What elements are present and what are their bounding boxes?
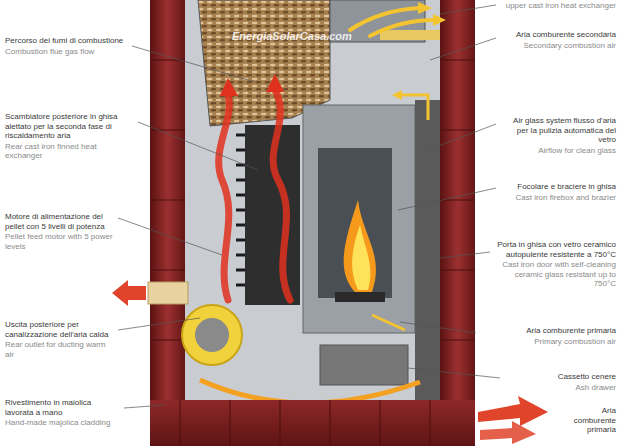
callout-label-english: upper cast iron heat exchanger xyxy=(500,1,616,11)
callout-label-english: Ash drawer xyxy=(504,383,616,393)
callout-label-english: Cast iron firebox and brazier xyxy=(500,193,616,203)
callout-group: Aria comburente primaria xyxy=(560,406,616,435)
callout-group: Aria comburente secondariaSecondary comb… xyxy=(500,30,616,51)
callout-group: Percorso dei fumi di combustioneCombusti… xyxy=(5,36,130,57)
callout-label-english: Primary combustion air xyxy=(480,337,616,347)
callout-group: Aria comburente primariaPrimary combusti… xyxy=(480,326,616,347)
callout-label: Air glass system flusso d'aria per la pu… xyxy=(500,116,616,145)
callout-label-english: Rear cast iron finned heat exchanger xyxy=(5,142,135,161)
callout-label: Focolare e braciere in ghisa xyxy=(500,182,616,192)
callout-label: Scambiatore posteriore in ghisa alettato… xyxy=(5,112,135,141)
callout-label-english: Cast iron door with self-cleaning cerami… xyxy=(494,260,616,289)
callout-label: Uscita posteriore per canalizzazione del… xyxy=(5,320,115,339)
callout-label-english: Hand-made majolica cladding xyxy=(5,418,121,428)
callout-group: Cassetto cenereAsh drawer xyxy=(504,372,616,393)
callout-label: Aria comburente secondaria xyxy=(500,30,616,40)
callout-label: Rivestimento in maiolica lavorata a mano xyxy=(5,398,121,417)
callout-label: Aria comburente primaria xyxy=(560,406,616,435)
callout-group: Porta in ghisa con vetro ceramico autopu… xyxy=(494,240,616,290)
callout-label-english: Combustion flue gas flow xyxy=(5,47,130,57)
callout-group: Air glass system flusso d'aria per la pu… xyxy=(500,116,616,156)
callout-group: Motore di alimentazione del pellet con 5… xyxy=(5,212,115,252)
callout-group: upper cast iron heat exchanger xyxy=(500,1,616,12)
callout-label: Aria comburente primaria xyxy=(480,326,616,336)
callout-group: Rivestimento in maiolica lavorata a mano… xyxy=(5,398,121,429)
callout-label-english: Pellet feed motor with 5 power levels xyxy=(5,232,115,251)
callout-label: Porta in ghisa con vetro ceramico autopu… xyxy=(494,240,616,259)
watermark: EnergiaSolarCasa.com xyxy=(232,30,402,43)
watermark-group: EnergiaSolarCasa.com xyxy=(232,30,402,43)
callout-group: Scambiatore posteriore in ghisa alettato… xyxy=(5,112,135,162)
callout-label: Cassetto cenere xyxy=(504,372,616,382)
callout-label-english: Rear outlet for ducting warm air xyxy=(5,340,115,359)
callout-label-english: Airflow for clean glass xyxy=(500,146,616,156)
callout-label: Percorso dei fumi di combustione xyxy=(5,36,130,46)
callout-label: Motore di alimentazione del pellet con 5… xyxy=(5,212,115,231)
callout-group: Uscita posteriore per canalizzazione del… xyxy=(5,320,115,360)
callout-label-english: Secondary combustion air xyxy=(500,41,616,51)
callout-group: Focolare e braciere in ghisaCast iron fi… xyxy=(500,182,616,203)
